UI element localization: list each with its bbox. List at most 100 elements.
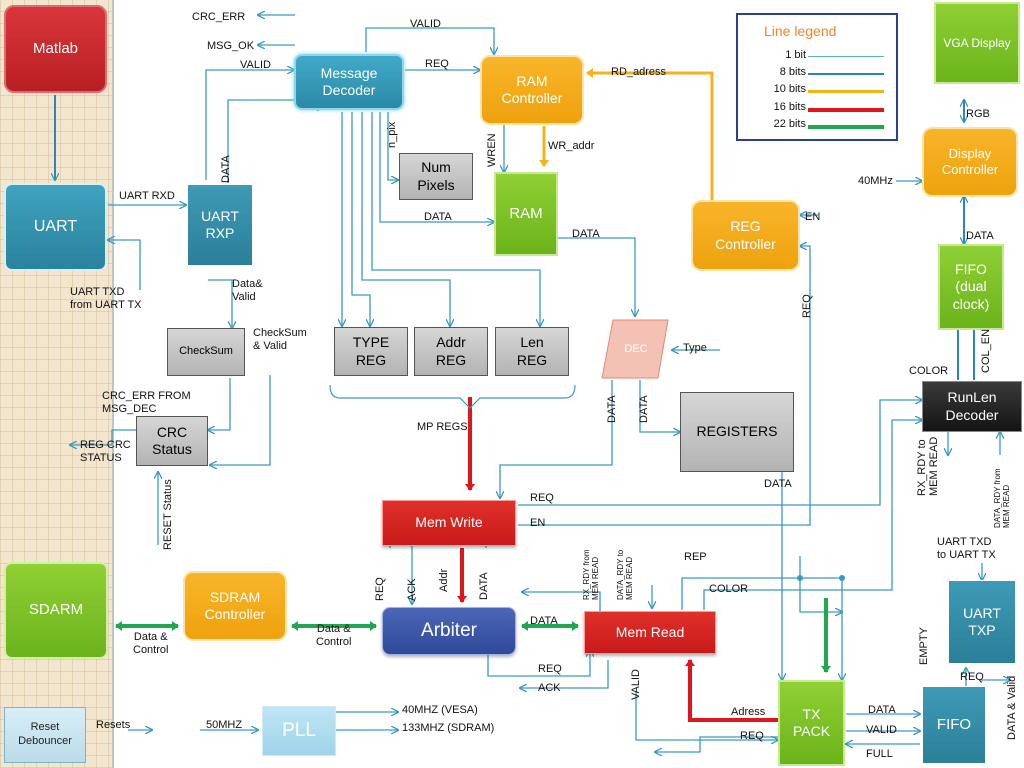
crc-status-block[interactable]: CRC Status [136, 416, 208, 466]
crc-err-from-label: CRC_ERR FROM MSG_DEC [102, 390, 191, 415]
tx-pack-block[interactable]: TX PACK [778, 680, 845, 766]
mp-regs-label: MP REGS [417, 421, 468, 433]
rgb-label: RGB [966, 108, 990, 120]
legend-label: 10 bits [773, 83, 806, 95]
data-tx-label: DATA [868, 704, 896, 716]
message-decoder-block[interactable]: Message Decoder [294, 54, 404, 110]
legend-row-1bit: 1 bit [738, 49, 898, 63]
legend-title: Line legend [764, 23, 837, 39]
color-mr-label: COLOR [709, 583, 749, 595]
uart-rxd-label: UART RXD [119, 190, 175, 202]
addr-arb-label: Addr [438, 568, 450, 592]
sdarm-block[interactable]: SDARM [4, 562, 108, 659]
legend-line [808, 108, 884, 112]
n-pix-label: n_pix [386, 121, 398, 148]
runlen-decoder-block[interactable]: RunLen Decoder [922, 381, 1022, 432]
matlab-block[interactable]: Matlab [4, 5, 107, 93]
legend-label: 8 bits [779, 66, 806, 78]
junction-dot [797, 575, 803, 581]
pll-block[interactable]: PLL [262, 706, 336, 756]
valid-top-label: VALID [410, 18, 441, 30]
valid-tx-label: VALID [866, 724, 897, 736]
junction-dot [839, 575, 845, 581]
uart-txd-to-label: UART TXD to UART TX [937, 536, 996, 561]
legend-line [808, 125, 884, 129]
data-arb-mr-label: DATA [530, 615, 558, 627]
wren-label: WREN [486, 133, 498, 167]
resets-label: Resets [96, 719, 131, 731]
data-dec2-label: DATA [638, 395, 650, 423]
req-mw-label: REQ [530, 492, 554, 504]
full-label: FULL [866, 748, 893, 760]
type-label: Type [683, 342, 707, 354]
legend-row-10bits: 10 bits [738, 83, 898, 97]
uart-txd-from-label: UART TXD from UART TX [70, 286, 142, 311]
legend-label: 1 bit [785, 49, 806, 61]
vesa-clock-label: 40MHZ (VESA) [402, 704, 478, 716]
legend-row-8bits: 8 bits [738, 66, 898, 80]
num-pixels-block[interactable]: Num Pixels [399, 153, 473, 200]
col-en-label: COL_EN [980, 328, 992, 373]
len-reg-block[interactable]: Len REG [495, 327, 569, 376]
en-reg-label: EN [805, 211, 821, 223]
data-valid-label: Data& Valid [232, 278, 263, 303]
uart-rxp-block[interactable]: UART RXP [187, 184, 253, 266]
sdram-clock-label: 133MHZ (SDRAM) [402, 722, 495, 734]
fifo-block[interactable]: FIFO [922, 686, 986, 764]
req-arb-label: REQ [374, 577, 386, 601]
rd-adress-label: RD_adress [611, 66, 667, 78]
ram-controller-block[interactable]: RAM Controller [480, 55, 584, 125]
registers-block[interactable]: REGISTERS [680, 392, 794, 472]
fifo-dual-clock-block[interactable]: FIFO (dual clock) [938, 244, 1004, 330]
checksum-valid-label: CheckSum & Valid [253, 327, 307, 352]
dec-block-shape [601, 319, 669, 379]
empty-label: EMPTY [918, 627, 930, 665]
reg-crc-status-label: REG CRC STATUS [80, 439, 131, 464]
addr-reg-block[interactable]: Addr REG [414, 327, 488, 376]
vga-display-block[interactable]: VGA Display [934, 2, 1020, 84]
checksum-block[interactable]: CheckSum [167, 328, 245, 376]
left-strip-border [112, 0, 114, 768]
data-valid-txp-label: DATA & Valid [1006, 675, 1018, 740]
req-mr-label: REQ [538, 663, 562, 675]
valid-mr-label: VALID [630, 669, 642, 700]
type-reg-block[interactable]: TYPE REG [334, 327, 408, 376]
data-dec1-label: DATA [606, 395, 618, 423]
data-arb-label: DATA [478, 572, 490, 600]
legend-label: 16 bits [773, 101, 806, 113]
wr-addr-label: WR_addr [548, 140, 595, 152]
sdram-controller-block[interactable]: SDRAM Controller [183, 571, 287, 641]
reg-controller-block[interactable]: REG Controller [691, 200, 800, 271]
legend-line [808, 90, 884, 93]
data-rxp-label: DATA [220, 155, 232, 183]
mem-write-block[interactable]: Mem Write [382, 500, 516, 546]
40mhz-label: 40MHz [858, 175, 893, 187]
uart-txp-block[interactable]: UART TXP [948, 580, 1016, 664]
rx-rdy-label: RX_RDY to MEM READ [916, 436, 941, 496]
ram-block[interactable]: RAM [494, 172, 558, 256]
msg-ok-label: MSG_OK [207, 40, 255, 52]
dec-label[interactable]: DEC [624, 343, 648, 356]
legend-row-22bits: 22 bits [738, 118, 898, 132]
data-control-2-label: Data & Control [316, 623, 352, 648]
reset-debouncer-block[interactable]: Reset Debouncer [4, 707, 86, 763]
legend-line [808, 56, 884, 57]
data-rdy-to-label: DATA_RDY to MEM READ [616, 549, 634, 600]
valid-left-label: VALID [240, 59, 271, 71]
data-fifo-label: DATA [966, 230, 994, 242]
uart-block[interactable]: UART [4, 183, 107, 271]
rx-rdy-from-label: RX_RDY from MEM READ [582, 549, 600, 600]
arbiter-block[interactable]: Arbiter [382, 607, 516, 655]
crc-err-label: CRC_ERR [192, 11, 246, 23]
ack-arb-label: ACK [406, 578, 418, 601]
data-control-1-label: Data & Control [133, 631, 169, 656]
mem-read-block[interactable]: Mem Read [584, 611, 716, 654]
ack-mr-label: ACK [538, 682, 561, 694]
adress-label: Adress [731, 706, 766, 718]
data-ram-in-label: DATA [424, 211, 452, 223]
req-reg-label: REQ [801, 294, 813, 318]
legend-row-16bits: 16 bits [738, 101, 898, 115]
display-controller-block[interactable]: Display Controller [922, 127, 1018, 197]
en-mw-label: EN [530, 517, 546, 529]
color-rl-label: COLOR [909, 365, 949, 377]
